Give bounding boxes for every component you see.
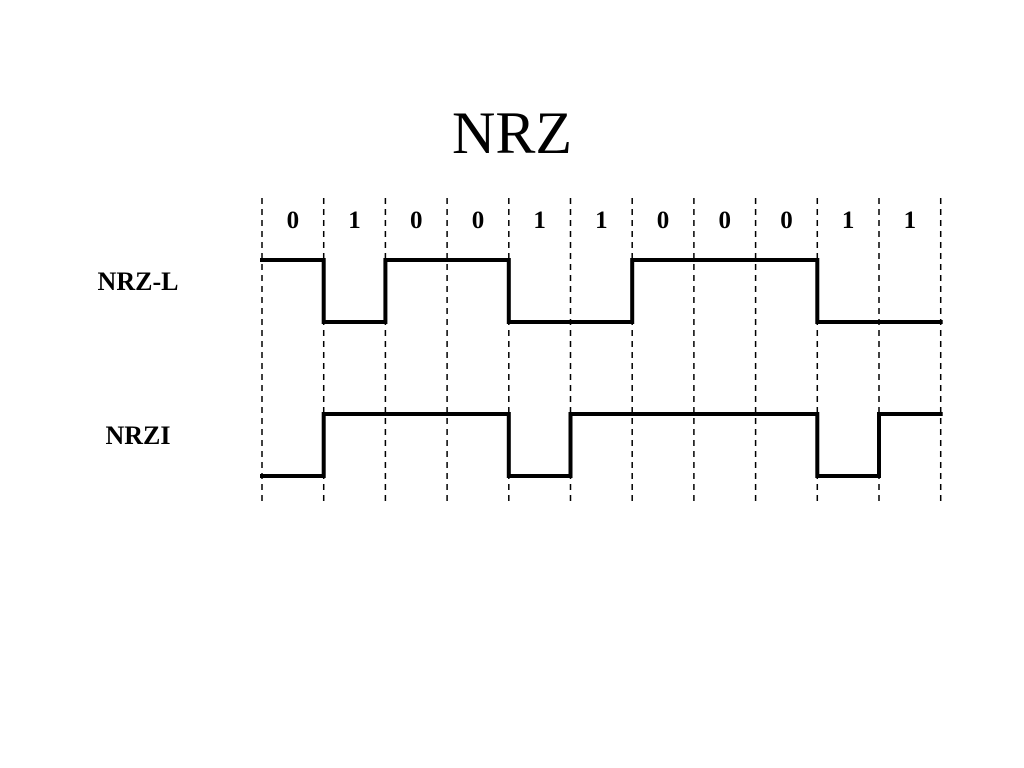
signal-label: NRZI [105, 421, 170, 450]
signal-rows: NRZ-L NRZI [98, 258, 943, 478]
bit-labels: 0 1 0 0 1 1 0 0 0 1 1 [287, 207, 917, 234]
bit-label: 1 [348, 207, 361, 234]
bit-label: 1 [595, 207, 608, 234]
signal-row: NRZ-L [98, 258, 943, 324]
bit-label: 0 [472, 207, 485, 234]
signal-row: NRZI [105, 412, 943, 478]
bit-label: 0 [657, 207, 670, 234]
bit-label: 0 [287, 207, 300, 234]
bit-label: 0 [719, 207, 732, 234]
signal-waveform [260, 412, 943, 478]
bit-label: 1 [842, 207, 855, 234]
bit-label: 1 [904, 207, 917, 234]
signal-label: NRZ-L [98, 267, 179, 296]
signal-waveform [260, 258, 943, 324]
bit-label: 0 [410, 207, 423, 234]
bit-label: 0 [780, 207, 793, 234]
bit-boundaries [261, 198, 942, 502]
slide-title: NRZ [452, 100, 572, 166]
bit-label: 1 [533, 207, 546, 234]
